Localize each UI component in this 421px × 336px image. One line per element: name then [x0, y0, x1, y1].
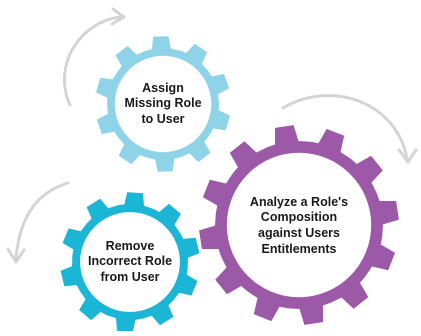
- cycle-arrow-left: [14, 181, 70, 260]
- gear-label-assign: Assign Missing Role to User: [118, 74, 208, 134]
- gear-label-line: Remove: [105, 238, 155, 253]
- gear-label-line: against Users: [258, 226, 340, 240]
- cycle-arrow-right-head: [397, 148, 418, 164]
- gear-label-line: to User: [141, 111, 185, 126]
- gear-label-analyze: Analyze a Role's Composition against Use…: [236, 185, 362, 267]
- gear-label-line: Incorrect Role: [87, 254, 173, 269]
- gear-label-remove: Remove Incorrect Role from User: [82, 232, 178, 292]
- gear-label-line: Missing Role: [124, 96, 202, 111]
- gear-remove-hub: [80, 212, 180, 312]
- gear-label-line: Entitlements: [261, 241, 337, 256]
- gear-label-line: Assign: [142, 80, 184, 95]
- cycle-arrow-top: [63, 15, 122, 107]
- cycle-arrow-right: [281, 94, 409, 160]
- cycle-arrow-top-head: [110, 7, 126, 26]
- gear-label-line: from User: [100, 269, 160, 284]
- cycle-arrow-left-head: [6, 247, 26, 264]
- gear-label-line: Composition: [260, 210, 338, 225]
- gear-analyze-hub: [226, 152, 372, 298]
- gear-assign-hub: [114, 55, 212, 153]
- gear-label-line: Analyze a Role's: [249, 194, 349, 209]
